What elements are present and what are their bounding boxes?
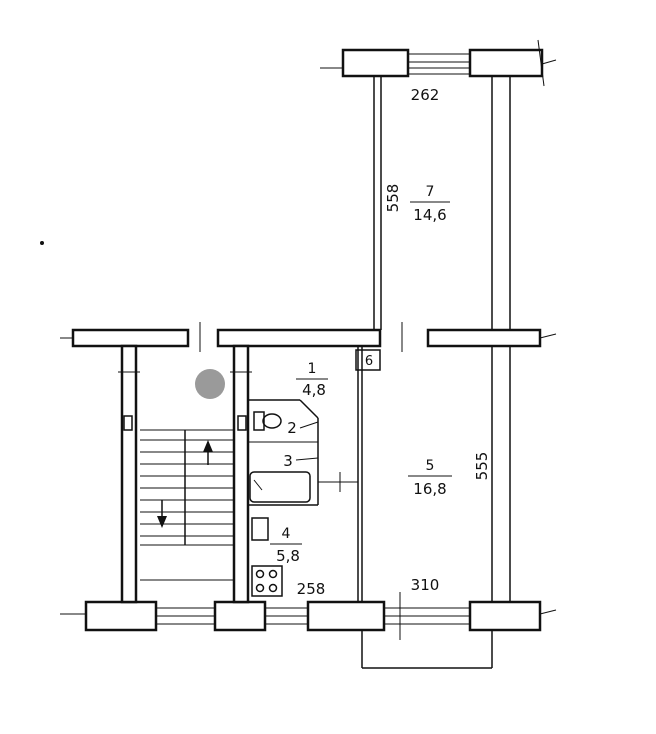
room3-leader: [295, 457, 319, 461]
middle-wall: [60, 322, 557, 352]
bottom-wall: [60, 592, 557, 669]
stair-arrow-up-icon: [203, 440, 213, 465]
dot-mark: [40, 241, 44, 245]
toilet-icon: [253, 411, 282, 431]
room1-number: 1: [308, 361, 317, 377]
vertical-walls: [118, 344, 511, 604]
room7-number: 7: [426, 184, 435, 200]
room6-closet: [355, 349, 381, 371]
room2-leader: [299, 421, 319, 429]
room1-area: 4,8: [302, 381, 326, 399]
scanner-blot: [195, 369, 225, 399]
room5-area: 16,8: [413, 480, 446, 498]
bathtub-icon: [249, 471, 311, 503]
dim-balcony-width: 262: [411, 86, 440, 104]
room7-area: 14,6: [413, 206, 446, 224]
room3-number: 3: [283, 452, 293, 470]
room4-area: 5,8: [276, 547, 300, 565]
dim-room5-width: 310: [411, 576, 440, 594]
dim-kitchen-width: 258: [297, 580, 326, 598]
stair-arrow-down-icon: [157, 500, 167, 528]
room4-number: 4: [282, 526, 291, 542]
room5-number: 5: [426, 458, 435, 474]
room6-number: 6: [365, 354, 373, 369]
room2-number: 2: [287, 419, 297, 437]
balcony-structure: [320, 39, 557, 330]
dim-balcony-length: 558: [384, 184, 402, 213]
dim-room5-depth: 555: [473, 452, 491, 481]
staircase: [140, 429, 234, 581]
sink-icon: [251, 517, 269, 541]
stove-icon: [251, 565, 283, 597]
